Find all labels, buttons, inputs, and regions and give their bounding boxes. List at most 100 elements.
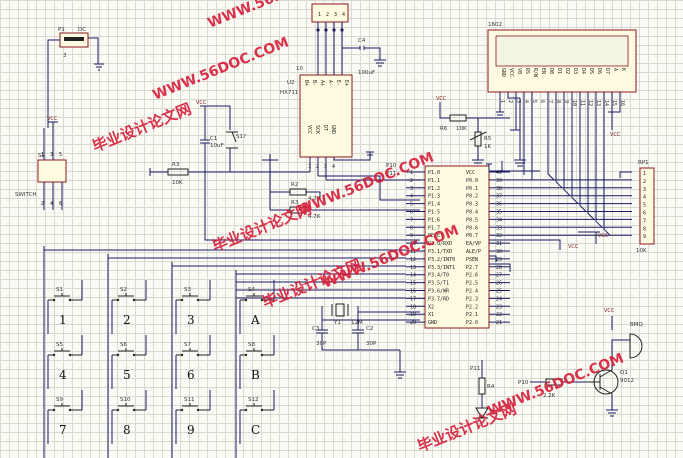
hx711-bot-num-3: 3 (324, 164, 327, 170)
mcu-left-pin-16: P3.7/RD (428, 296, 449, 302)
mcu-right-num-11: 29 (496, 257, 502, 263)
key-label-2: 2 (123, 313, 131, 327)
rp1-pin-5: 6 (643, 211, 646, 217)
reset-res-ref: R3 (172, 162, 180, 168)
mcu-right-pin-14: P2.5 (466, 281, 478, 287)
pullup-resistors: R2 R3 4.7K 4.7K (262, 154, 420, 220)
lcd-pin-9: D3 (572, 68, 578, 74)
mcu-left-pin-6: P1.6 (428, 217, 440, 223)
key-label-c: C (251, 423, 260, 437)
mcu-right-num-0: 40 (496, 170, 502, 176)
mcu-right-pin-7: P0.6 (466, 225, 478, 231)
mcu-left-pin-8: RESET (428, 233, 443, 239)
mcu-right-num-6: 34 (496, 217, 502, 223)
lcd-pin-num-0: 1 (499, 100, 505, 103)
mcu-left-pin-12: P3.3/INT1 (428, 265, 455, 271)
contrast-r5-ref: R5 (484, 136, 492, 142)
mcu-right-pin-16: P2.3 (466, 296, 478, 302)
key-ref-s5: S5 (56, 342, 63, 348)
lcd-pin-2: V0 (516, 68, 522, 74)
mcu-left-num-6: 7 (410, 217, 413, 223)
lc-pin-2: 2 (326, 12, 329, 18)
key-label-9: 9 (187, 423, 195, 437)
key-ref-s10: S10 (120, 397, 131, 403)
p1-name: DC (78, 27, 86, 33)
lcd-pin-num-11: 12 (587, 100, 593, 106)
rp1-pin-4: 5 (643, 203, 646, 209)
mcu-right-num-9: 31 (496, 241, 502, 247)
mcu-right-num-12: 28 (496, 265, 502, 271)
rp1-pin-2: 3 (643, 187, 646, 193)
mcu-right-pin-12: P2.7 (466, 265, 478, 271)
mcu-left-pin-13: P3.4/T0 (428, 273, 449, 279)
mcu-left-num-16: 17 (410, 296, 416, 302)
switch-top-pin-5: 5 (59, 152, 62, 158)
lcd-pin-5: EN (540, 68, 546, 74)
mcu-right-pin-0: VCC (466, 170, 475, 176)
mcu-left-pin-14: P3.5/T1 (428, 281, 449, 287)
mcu-left-num-8: 9 (410, 233, 413, 239)
mcu-left-pin-19: GND (428, 320, 437, 326)
contrast-resistors: VCC R6 10K R5 1K VCC (436, 92, 621, 180)
lcd-pin-num-3: 4 (523, 100, 529, 103)
mcu-right-pin-2: P0.1 (466, 186, 478, 192)
mcu-right-num-5: 35 (496, 210, 502, 216)
led-tag: P11 (470, 366, 480, 372)
mcu-tag-p10: P10 (386, 163, 397, 169)
mcu-left-num-19: 20 (410, 320, 416, 326)
pullup-r3-ref: R3 (291, 200, 299, 206)
c4-value: 100uF (358, 70, 375, 76)
lcd-pin-12: D6 (596, 68, 602, 74)
buzzer-tag: P10 (518, 380, 529, 386)
lcd-pin-3: RS (524, 68, 530, 74)
key-ref-s12: S12 (248, 397, 259, 403)
pullup-r3-value: 4.7K (308, 214, 321, 220)
led-ref: D1 (490, 410, 498, 416)
buzzer-circuit: BMQ VCC P10 2.2K Q1 9012 (518, 308, 644, 417)
mcu-right-num-19: 21 (496, 320, 502, 326)
lcd-pin-num-13: 14 (603, 100, 609, 106)
reset-cap-value: 10uF (210, 143, 224, 149)
lcd-pin-num-2: 3 (515, 100, 521, 103)
load-cell-header: 1 2 3 4 (311, 3, 349, 75)
pullup-r2-ref: R2 (291, 182, 298, 188)
mcu-left-pin-1: P1.1 (428, 178, 440, 184)
mcu-right-num-10: 30 (496, 249, 502, 255)
mcu-left-num-1: 2 (410, 178, 413, 184)
mcu-left-num-2: 3 (410, 186, 413, 192)
mcu-left-pin-10: P3.1/TXD (428, 249, 452, 255)
crystal-value: 12M (351, 320, 363, 326)
mcu-left-num-7: 8 (410, 225, 413, 231)
mcu-left-num-14: 15 (410, 281, 416, 287)
mcu-left-num-11: 12 (410, 257, 416, 263)
rp1-value: 10K (636, 248, 647, 254)
mcu-right-pin-10: ALE/P (466, 249, 481, 255)
rp1-pin-8: 9 (643, 234, 646, 240)
mcu-right-pin-13: P2.6 (466, 273, 478, 279)
reset-circuit: VCC C1 10uF S1? R3 10K (149, 100, 420, 241)
mcu-left-num-4: 5 (410, 202, 413, 208)
mcu-right-pin-5: P0.4 (466, 210, 478, 216)
hx711-top-pin-5: E+ (343, 80, 349, 86)
mcu-left-pin-7: P1.7 (428, 225, 440, 231)
mcu-right-pin-8: P0.7 (466, 233, 478, 239)
crystal-c2-ref: C2 (366, 326, 373, 332)
lcd-pin-num-14: 15 (611, 100, 617, 106)
hx711-top-pin-1: B- (311, 80, 317, 86)
mcu-left-pin-15: P3.6/WR (428, 289, 450, 295)
key-label-7: 7 (59, 423, 67, 437)
lcd-pin-num-4: 5 (531, 100, 537, 103)
mcu-left-pin-9: P3.0/RXD (428, 241, 452, 247)
key-label-6: 6 (187, 368, 195, 382)
reset-vcc-label: VCC (196, 100, 207, 106)
key-label-b: B (251, 368, 260, 382)
reset-res-value: 10K (172, 180, 183, 186)
mcu-right-num-4: 36 (496, 202, 502, 208)
switch-top-pin-1: 1 (41, 152, 44, 158)
contrast-vcc-label: VCC (436, 96, 447, 102)
mcu-right-num-16: 24 (496, 296, 502, 302)
p0-data-bus (510, 92, 632, 236)
hx711-top-pin-3: A- (327, 80, 333, 86)
